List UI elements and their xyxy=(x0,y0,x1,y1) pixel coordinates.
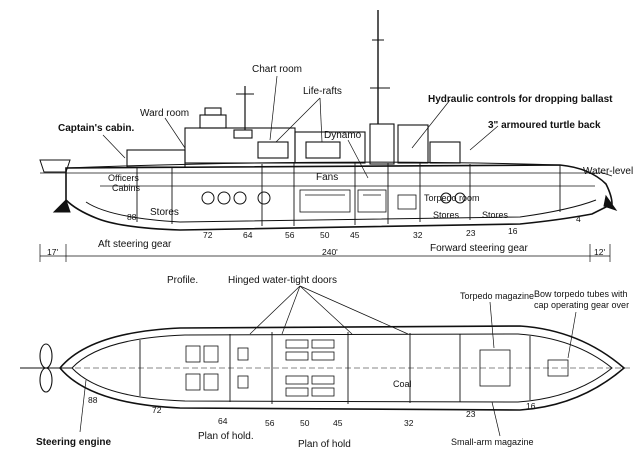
label-torpedo-magazine: Torpedo magazine xyxy=(460,291,535,301)
profile-machinery xyxy=(299,189,417,213)
label-fans: Fans xyxy=(316,172,339,183)
label-hinged-doors: Hinged water-tight doors xyxy=(228,275,337,286)
plan-frame-23: 23 xyxy=(466,409,476,419)
label-stores-aft: Stores xyxy=(150,207,179,218)
dimension-fwd: 12' xyxy=(594,247,606,257)
profile-frame-16: 16 xyxy=(508,226,518,236)
plan-frame-88: 88 xyxy=(88,395,98,405)
label-turtle-back: 3" armoured turtle back xyxy=(488,120,601,131)
caption-plan-of-hold-2: Plan of hold xyxy=(298,439,351,450)
label-chart-room: Chart room xyxy=(252,64,303,75)
plan-frame-45: 45 xyxy=(333,418,343,428)
profile-frame-50: 50 xyxy=(320,230,330,240)
profile-stern-boat xyxy=(39,159,71,173)
label-torpedo-room: Torpedo room xyxy=(424,193,480,203)
plan-view xyxy=(20,285,630,437)
profile-frame-45: 45 xyxy=(350,230,360,240)
profile-deck-line xyxy=(65,161,561,169)
caption-plan-of-hold-1: Plan of hold. xyxy=(198,431,254,442)
profile-superstructure xyxy=(126,107,461,168)
plan-frame-72: 72 xyxy=(152,405,162,415)
profile-bow-ram xyxy=(603,194,618,211)
profile-frame-88: 88 xyxy=(127,212,137,222)
profile-frame-64: 64 xyxy=(243,230,253,240)
label-officers: Officers xyxy=(108,173,139,183)
label-stores-fwd: Stores xyxy=(482,210,509,220)
plan-frame-64: 64 xyxy=(218,416,228,426)
profile-leaders xyxy=(102,75,613,179)
profile-rudder xyxy=(52,199,71,213)
profile-round-tanks xyxy=(201,191,466,205)
profile-frame-32: 32 xyxy=(413,230,423,240)
plan-bulkheads xyxy=(139,332,531,404)
label-coal: Coal xyxy=(393,379,412,389)
label-steering-engine: Steering engine xyxy=(36,437,112,448)
profile-frame-23: 23 xyxy=(466,228,476,238)
label-cabins: Cabins xyxy=(112,183,141,193)
label-aft-steering-gear: Aft steering gear xyxy=(98,239,172,250)
label-stores-mid: Stores xyxy=(433,210,460,220)
profile-bulkheads xyxy=(136,163,561,226)
profile-dimensions xyxy=(39,244,611,262)
label-life-rafts: Life-rafts xyxy=(303,86,342,97)
profile-frame-56: 56 xyxy=(285,230,295,240)
plan-frame-50: 50 xyxy=(300,418,310,428)
profile-inner-hull xyxy=(85,199,597,223)
label-water-level: Water-level xyxy=(583,166,634,177)
label-ward-room: Ward room xyxy=(140,108,190,119)
plan-propellers xyxy=(20,343,72,393)
plan-frame-16: 16 xyxy=(526,401,536,411)
label-bow-tubes-2: cap operating gear over xyxy=(534,300,630,310)
dimension-overall: 240' xyxy=(322,247,338,257)
profile-frame-72: 72 xyxy=(203,230,213,240)
plan-frame-32: 32 xyxy=(404,418,414,428)
label-forward-steering-gear: Forward steering gear xyxy=(430,243,528,254)
plan-leaders xyxy=(79,285,577,437)
plan-engines xyxy=(185,345,569,391)
caption-profile: Profile. xyxy=(167,275,199,286)
label-captains-cabin: Captain's cabin. xyxy=(58,123,135,134)
profile-masts xyxy=(236,10,390,130)
dimension-aft: 17' xyxy=(47,247,59,257)
label-dynamo: Dynamo xyxy=(324,130,362,141)
label-small-arm-magazine: Small-arm magazine xyxy=(451,437,534,447)
plan-frame-56: 56 xyxy=(265,418,275,428)
profile-hull xyxy=(65,164,613,231)
profile-view xyxy=(39,10,618,262)
label-bow-tubes-1: Bow torpedo tubes with xyxy=(534,289,628,299)
profile-frame-4: 4 xyxy=(576,214,581,224)
plan-boilers xyxy=(285,339,335,397)
label-hydraulic-controls: Hydraulic controls for dropping ballast xyxy=(428,94,613,105)
